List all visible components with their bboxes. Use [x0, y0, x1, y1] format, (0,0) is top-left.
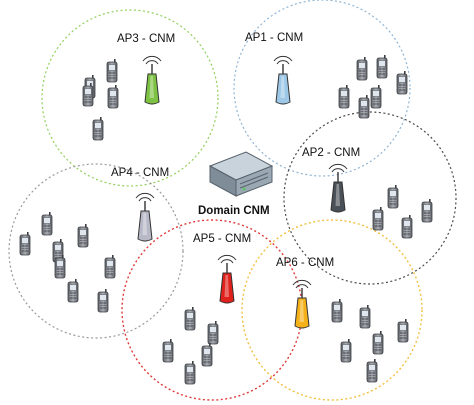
mobile-phone-icon [359, 304, 371, 329]
ap3-label: AP3 - CNM [117, 33, 175, 45]
mobile-phone-icon [421, 198, 433, 223]
mobile-phone-icon [97, 288, 109, 313]
ap4-label: AP4 - CNM [111, 167, 169, 179]
domain-cnm-label: Domain CNM [198, 205, 270, 217]
mobile-phone-icon [340, 338, 352, 363]
ap2-cell: AP2 - CNM [302, 147, 433, 239]
mobile-phone-icon [338, 84, 350, 109]
antenna-icon [292, 279, 312, 329]
mobile-phone-icon [201, 342, 213, 367]
mobile-phone-icon [370, 84, 382, 109]
mobile-phone-icon [358, 94, 370, 119]
ap3-coverage-circle [41, 9, 219, 187]
ap2-label: AP2 - CNM [302, 147, 360, 159]
ap1-cell: AP1 - CNM [245, 32, 408, 119]
ap6-coverage-circle [241, 219, 423, 401]
ap5-cell: AP5 - CNM [162, 233, 251, 385]
mobile-phone-icon [396, 70, 408, 95]
mobile-phone-icon [41, 211, 53, 236]
ap3-cell: AP3 - CNM [82, 33, 175, 141]
mobile-phone-icon [397, 318, 409, 343]
ap2-coverage-circle [283, 111, 457, 285]
antenna-icon [273, 55, 293, 105]
ap6-label: AP6 - CNM [276, 257, 334, 269]
ap1-coverage-circle [233, 0, 411, 177]
mobile-phone-icon [77, 223, 89, 248]
antenna-icon [135, 192, 155, 242]
mobile-phone-icon [162, 338, 174, 363]
mobile-phone-icon [67, 278, 79, 303]
mobile-phone-icon [207, 320, 219, 345]
mobile-phone-icon [106, 58, 118, 83]
ap4-coverage-circle [8, 163, 184, 339]
mobile-phone-icon [92, 116, 104, 141]
mobile-phone-icon [387, 184, 399, 209]
ap6-cell: AP6 - CNM [276, 257, 409, 383]
antenna-icon [328, 163, 348, 213]
mobile-phone-icon [376, 54, 388, 79]
antenna-icon [217, 254, 237, 304]
ap4-cell: AP4 - CNM [19, 167, 169, 313]
mobile-phone-icon [372, 206, 384, 231]
mobile-phone-icon [107, 84, 119, 109]
antenna-icon [142, 55, 162, 105]
coverage-circles [8, 0, 457, 401]
mobile-phone-icon [356, 56, 368, 81]
ap5-label: AP5 - CNM [193, 233, 251, 245]
mobile-phone-icon [82, 82, 94, 107]
mobile-phone-icon [184, 306, 196, 331]
ap1-label: AP1 - CNM [245, 32, 303, 44]
mobile-phone-icon [19, 231, 31, 256]
server-icon [208, 151, 274, 197]
mobile-phone-icon [184, 360, 196, 385]
mobile-phone-icon [372, 330, 384, 355]
ap5-coverage-circle [121, 219, 303, 401]
mobile-phone-icon [366, 358, 378, 383]
mobile-phone-icon [401, 214, 413, 239]
mobile-phone-icon [54, 254, 66, 279]
mobile-phone-icon [104, 254, 116, 279]
mobile-phone-icon [331, 298, 343, 323]
